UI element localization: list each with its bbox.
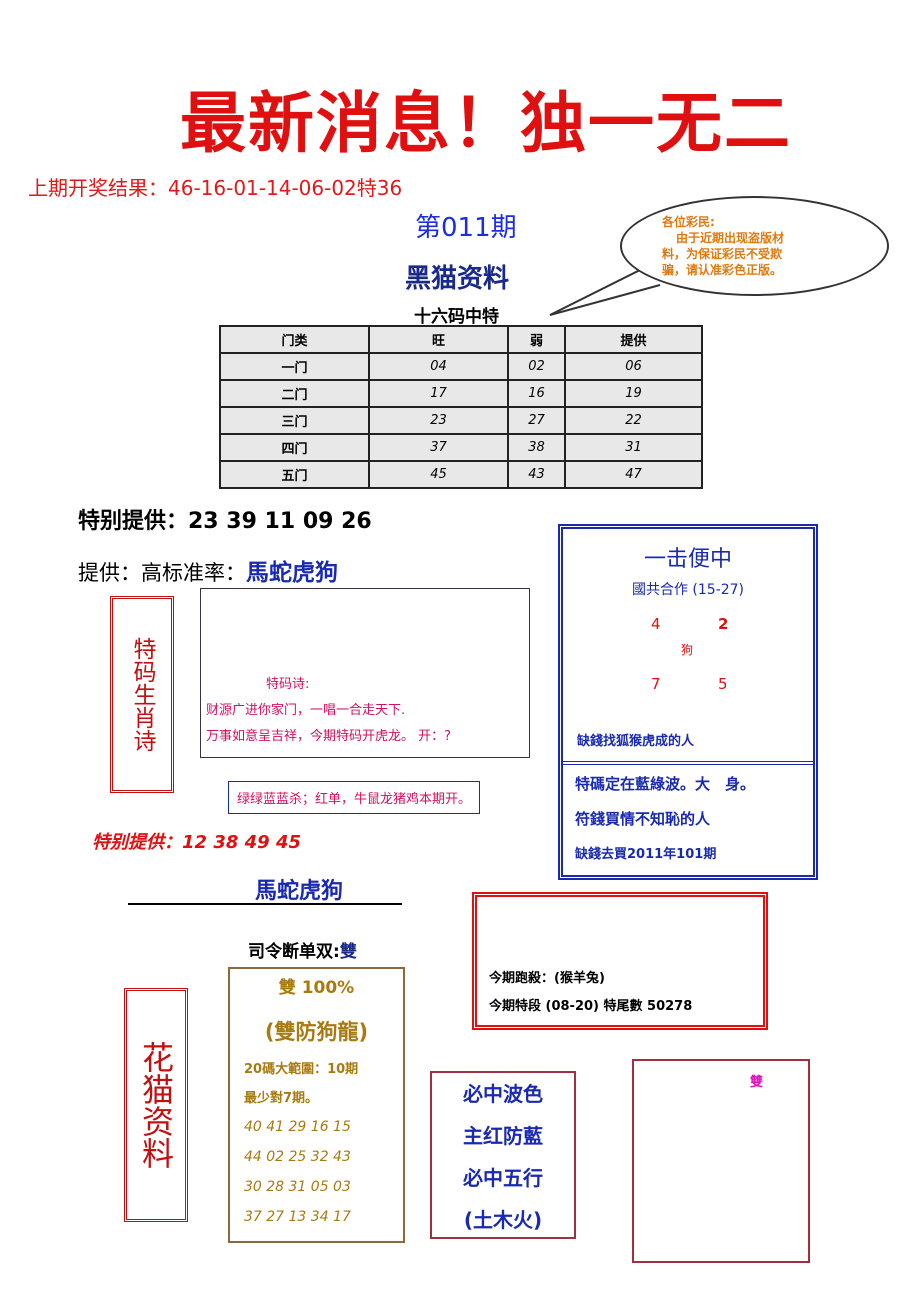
header-cell: 门类: [219, 325, 370, 354]
brown-line: 最少對7期。: [244, 1091, 319, 1106]
table-cell: 四门: [219, 433, 370, 462]
wave-line: (土木火): [463, 1208, 543, 1232]
number: 5: [718, 675, 728, 693]
special-offer-2: 特别提供：12 38 49 45: [92, 832, 301, 853]
brown-line: (雙防狗龍): [264, 1020, 369, 1044]
one-hit-line: 特碼定在藍綠波。大 身。: [575, 775, 756, 793]
bubble-text: 各位彩民: 由于近期出现盗版材 料，为保证彩民不受欺 骗，请认准彩色正版。: [662, 214, 842, 278]
table-cell: 43: [507, 460, 566, 489]
bubble-line: 各位彩民:: [662, 215, 715, 229]
wave-line: 必中波色: [463, 1082, 543, 1106]
table-cell: 27: [507, 406, 566, 435]
poem-box: [200, 588, 530, 758]
divider: [128, 903, 402, 905]
empty-box: 雙: [632, 1059, 810, 1263]
kill-note: 绿绿蓝蓝杀；红单，牛鼠龙猪鸡本期开。: [228, 781, 481, 814]
kill-zodiac-box: 今期跑殺：(猴羊兔) 今期特段 (08-20) 特尾數 50278: [472, 892, 768, 1030]
table-cell: 22: [564, 406, 703, 435]
brown-line: 雙 100%: [278, 978, 355, 998]
number: 2: [718, 615, 729, 633]
table-cell: 五门: [219, 460, 370, 489]
table-header: 门类 旺 弱 提供: [219, 325, 703, 354]
header-cell: 提供: [564, 325, 703, 354]
wave-line: 必中五行: [463, 1166, 543, 1190]
bubble-line: 骗，请认准彩色正版。: [662, 263, 783, 277]
special-offer-1: 特别提供：23 39 11 09 26: [78, 509, 372, 534]
table-cell: 37: [368, 433, 509, 462]
speech-bubble: [620, 196, 889, 296]
table-cell: 31: [564, 433, 703, 462]
header-cell: 弱: [507, 325, 566, 354]
headline: 最新消息！独一无二: [180, 84, 792, 162]
table-cell: 17: [368, 379, 509, 408]
table-cell: 23: [368, 406, 509, 435]
poem: 特码诗: 财源广进你家门，一唱一合走天下. 万事如意呈吉祥，今期特码开虎龙。 开…: [206, 672, 451, 750]
poem-line: 万事如意呈吉祥，今期特码开虎龙。 开：?: [206, 729, 452, 744]
number-row: 44 02 25 32 43: [244, 1149, 351, 1165]
center-zodiac: 狗: [681, 643, 694, 657]
header-cell: 旺: [368, 325, 509, 354]
provide-value: 馬蛇虎狗: [246, 560, 338, 586]
one-hit-line: 符錢買情不知恥的人: [575, 810, 711, 828]
number: 4: [651, 615, 661, 633]
last-result: 上期开奖结果：46-16-01-14-06-02特36: [28, 176, 403, 200]
poem-heading: 特码诗:: [266, 677, 310, 692]
number: 7: [651, 675, 661, 693]
table-cell: 38: [507, 433, 566, 462]
one-hit-box: 一击便中 國共合作 (15-27) 4 2 狗 7 5 缺錢找狐猴虎成的人 特碼…: [558, 524, 818, 880]
bubble-tail: [549, 269, 661, 316]
red-box-line: 今期跑殺：(猴羊兔): [489, 971, 605, 986]
parity-box: 雙 100% (雙防狗龍) 20碼大範圍：10期 最少對7期。 40 41 29…: [228, 967, 405, 1243]
one-hit-line: 缺錢去買2011年101期: [575, 847, 717, 862]
zodiac-line: 馬蛇虎狗: [255, 879, 344, 904]
table-cell: 19: [564, 379, 703, 408]
issue-number: 第011期: [415, 213, 517, 243]
one-hit-line: 缺錢找狐猴虎成的人: [577, 734, 695, 749]
number-row: 37 27 13 34 17: [244, 1209, 351, 1225]
red-box-line: 今期特段 (08-20) 特尾數 50278: [489, 999, 693, 1014]
provide-line: 提供：高标准率：馬蛇虎狗: [78, 553, 338, 587]
parity-label: 司令断单双:: [248, 942, 340, 962]
table-cell: 47: [564, 460, 703, 489]
number-row: 30 28 31 05 03: [244, 1179, 351, 1195]
brown-line: 20碼大範圍：10期: [244, 1062, 359, 1077]
table-cell: 04: [368, 352, 509, 381]
table-cell: 一门: [219, 352, 370, 381]
table-cell: 06: [564, 352, 703, 381]
one-hit-lower: 特碼定在藍綠波。大 身。 符錢買情不知恥的人 缺錢去買2011年101期: [563, 761, 813, 870]
wave-line: 主红防藍: [463, 1124, 543, 1148]
flower-cat-title: 花猫资料: [124, 988, 188, 1222]
one-hit-sub: 國共合作 (15-27): [631, 582, 745, 598]
one-hit-title: 一击便中: [643, 547, 732, 572]
table-cell: 三门: [219, 406, 370, 435]
table-cell: 02: [507, 352, 566, 381]
table-cell: 45: [368, 460, 509, 489]
bubble-line: 由于近期出现盗版材: [676, 231, 785, 245]
poem-line: 财源广进你家门，一唱一合走天下.: [206, 703, 406, 718]
parity-value: 雙: [339, 942, 357, 962]
table-cell: 16: [507, 379, 566, 408]
empty-box-mark: 雙: [750, 1075, 764, 1090]
parity-line: 司令断单双:雙: [248, 937, 357, 962]
wave-box: 必中波色 主红防藍 必中五行 (土木火): [430, 1071, 576, 1239]
table-cell: 二门: [219, 379, 370, 408]
provide-label: 提供：高标准率：: [78, 561, 246, 585]
bubble-line: 料，为保证彩民不受欺: [662, 247, 783, 261]
poem-side-title: 特码生肖诗: [110, 596, 174, 793]
number-row: 40 41 29 16 15: [244, 1119, 351, 1135]
black-cat-subtitle: 十六码中特: [414, 307, 499, 327]
black-cat-title: 黑猫资料: [405, 264, 510, 294]
